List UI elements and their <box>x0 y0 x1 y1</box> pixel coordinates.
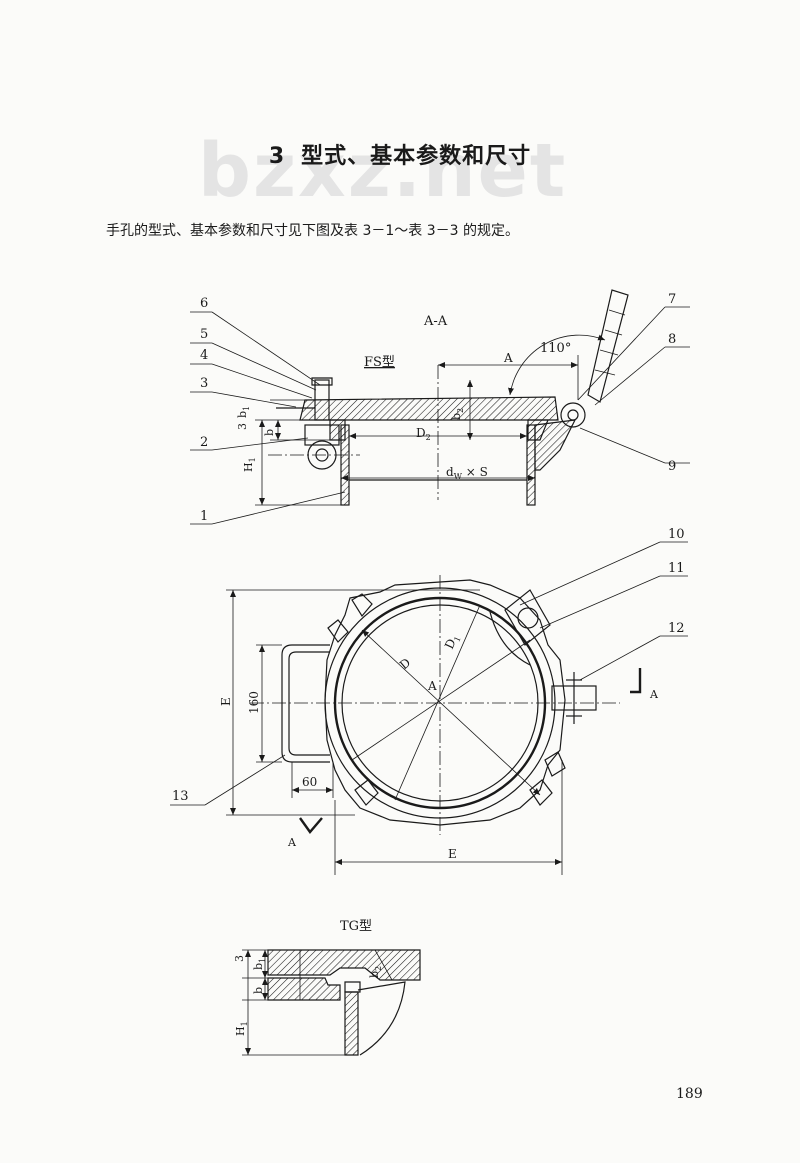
section-number: 3 <box>268 144 286 169</box>
watermark: bzxz.net <box>198 128 568 214</box>
tg-type-label: TG型 <box>340 919 372 934</box>
part-13: 13 <box>172 789 189 804</box>
section-title: 型式、基本参数和尺寸 <box>301 144 532 169</box>
intro-paragraph: 手孔的型式、基本参数和尺寸见下图及表 3－1～表 3－3 的规定。 <box>106 223 519 239</box>
part-9: 9 <box>668 459 676 474</box>
plan-handle <box>281 644 330 763</box>
dim-dw-label: dW × S <box>446 465 488 481</box>
dim-D1-label: D1 <box>442 632 463 652</box>
tg-dim-b2-label: b2 <box>368 966 383 978</box>
hinge-pin <box>560 402 586 428</box>
dim-E-bottom-label: E <box>448 847 457 861</box>
page-number: 189 <box>676 1086 703 1102</box>
part-8: 8 <box>668 332 676 347</box>
dim-b2-label: b2 <box>450 408 465 420</box>
tg-dim-b-label: b <box>252 987 265 994</box>
dim-D2-label: D2 <box>416 426 431 442</box>
part-5: 5 <box>200 327 208 342</box>
fs-type-label: FS型 <box>364 355 395 370</box>
tg-lid <box>267 949 421 981</box>
center-A-label: A <box>427 679 437 693</box>
handle-arm <box>587 289 629 403</box>
dim-b-label: b <box>263 429 276 436</box>
part-11: 11 <box>668 561 685 576</box>
tg-dim-b1-label: b1 <box>252 958 267 970</box>
part-12: 12 <box>668 621 685 636</box>
tg-dim-3-label: 3 <box>233 955 246 962</box>
view-A-left-label: A <box>287 836 297 849</box>
dim-60-label: 60 <box>302 775 317 789</box>
tg-tube-wall <box>344 991 359 1056</box>
dim-H1-label: H1 <box>242 457 257 472</box>
dim-b1-label: b1 <box>236 406 251 418</box>
fs-section-view: A-A FS型 110° A D2 dW × S b2 b1 3 b H1 6 … <box>190 289 690 525</box>
lid-plate <box>299 396 559 421</box>
tg-detail-view: TG型 3 b1 b b2 H1 <box>233 919 421 1056</box>
flange-outline <box>324 579 566 826</box>
section-label: A-A <box>423 314 448 329</box>
part-6: 6 <box>200 296 208 311</box>
part-7: 7 <box>668 292 676 307</box>
section-heading: 3 型式、基本参数和尺寸 <box>0 138 800 170</box>
dim-160-label: 160 <box>247 691 261 714</box>
dim-A-label: A <box>503 351 513 365</box>
part-10: 10 <box>668 527 685 542</box>
part-3: 3 <box>200 376 208 391</box>
dim-3-label: 3 <box>236 423 249 430</box>
tg-dim-H1-label: H1 <box>234 1021 249 1036</box>
tube-wall-right <box>526 424 536 506</box>
part-1: 1 <box>200 509 208 524</box>
angle-label: 110° <box>540 341 571 356</box>
plan-view: D D1 A E 160 60 E A A 10 11 12 13 <box>170 527 688 875</box>
dim-D-label: D <box>397 655 413 672</box>
view-A-right-label: A <box>649 688 659 701</box>
dim-E-left-label: E <box>219 697 233 706</box>
part-4: 4 <box>200 348 208 363</box>
part-2: 2 <box>200 435 208 450</box>
bolt-left <box>314 379 330 421</box>
